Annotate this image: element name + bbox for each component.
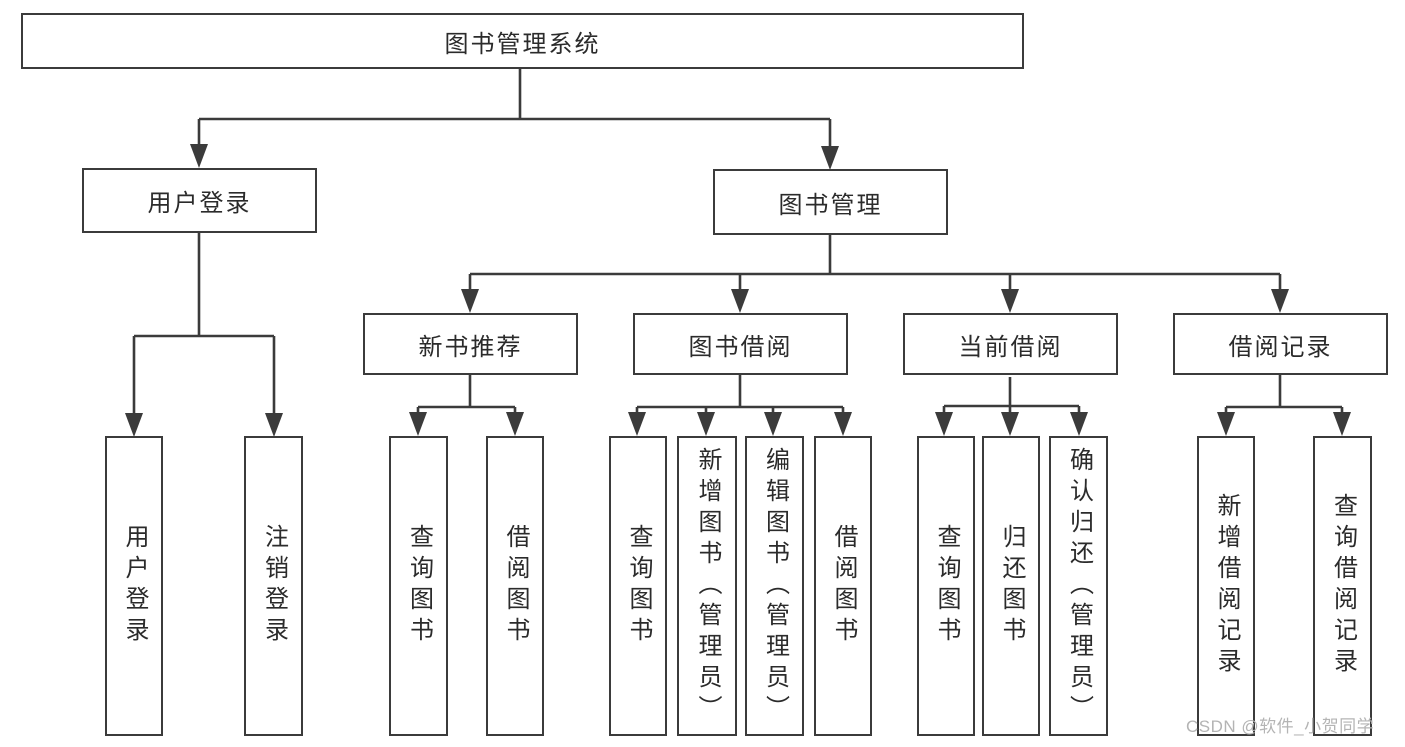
node-new-book-recommend-label: 新书推荐	[418, 333, 523, 361]
node-book-management: 图书管理	[713, 169, 948, 235]
wire-currentborrow-to-leaves	[942, 377, 1081, 414]
node-user-login: 用户登录	[82, 168, 317, 233]
leaf-add-book-admin: 新增图书（管理员）	[677, 436, 737, 736]
leaf-query-books-3: 查询图书	[917, 436, 975, 736]
wire-root-to-level2	[197, 69, 832, 148]
node-new-book-recommend: 新书推荐	[363, 313, 578, 375]
leaf-borrow-books-1: 借阅图书	[486, 436, 544, 736]
leaf-borrow-books-2-label: 借阅图书	[830, 524, 857, 648]
node-book-borrow-label: 图书借阅	[688, 333, 793, 361]
wire-newbook-to-leaves	[416, 375, 517, 414]
leaf-return-book: 归还图书	[982, 436, 1040, 736]
leaf-logout-label: 注销登录	[260, 524, 288, 648]
leaf-borrow-books-1-label: 借阅图书	[502, 524, 529, 648]
leaf-user-login: 用户登录	[105, 436, 163, 736]
arrowheads-userlogin-leaves	[125, 413, 283, 437]
node-root-label: 图书管理系统	[444, 30, 601, 58]
leaf-add-borrow-record-label: 新增借阅记录	[1213, 493, 1240, 679]
leaf-query-books-2: 查询图书	[609, 436, 667, 736]
leaf-logout: 注销登录	[244, 436, 303, 736]
leaf-confirm-return-admin-label: 确认归还（管理员）	[1065, 446, 1093, 726]
wire-bookborrow-to-leaves	[635, 375, 845, 414]
leaf-query-books-1-label: 查询图书	[405, 524, 433, 648]
wire-bookmgmt-to-level3	[468, 235, 1282, 291]
leaf-user-login-label: 用户登录	[121, 524, 148, 648]
leaf-query-books-2-label: 查询图书	[625, 524, 652, 648]
leaf-return-book-label: 归还图书	[998, 524, 1025, 648]
arrowheads-borrowrecords-leaves	[1217, 412, 1351, 436]
arrowheads-currentborrow-leaves	[935, 412, 1088, 436]
node-current-borrow-label: 当前借阅	[958, 333, 1063, 361]
arrowheads-level3	[461, 289, 1289, 313]
arrowheads-newbook-leaves	[409, 412, 524, 436]
leaf-borrow-books-2: 借阅图书	[814, 436, 872, 736]
node-root-system: 图书管理系统	[21, 13, 1024, 69]
wire-userlogin-to-leaves	[132, 233, 276, 414]
node-user-login-label: 用户登录	[147, 190, 252, 217]
node-book-borrow: 图书借阅	[633, 313, 848, 375]
leaf-confirm-return-admin: 确认归还（管理员）	[1049, 436, 1108, 736]
node-book-management-label: 图书管理	[778, 191, 883, 219]
node-current-borrow: 当前借阅	[903, 313, 1118, 375]
wire-borrowrecords-to-leaves	[1224, 375, 1344, 414]
arrowheads-bookborrow-leaves	[628, 412, 852, 436]
watermark: CSDN @软件_小贺同学	[1186, 717, 1375, 736]
leaf-query-books-1: 查询图书	[389, 436, 448, 736]
leaf-query-borrow-record-label: 查询借阅记录	[1329, 493, 1357, 679]
leaf-query-borrow-record: 查询借阅记录	[1313, 436, 1372, 736]
leaf-edit-book-admin-label: 编辑图书（管理员）	[761, 446, 789, 726]
node-borrow-records-label: 借阅记录	[1228, 333, 1333, 361]
leaf-query-books-3-label: 查询图书	[933, 524, 960, 648]
leaf-add-book-admin-label: 新增图书（管理员）	[694, 446, 721, 726]
node-borrow-records: 借阅记录	[1173, 313, 1388, 375]
leaf-add-borrow-record: 新增借阅记录	[1197, 436, 1255, 736]
leaf-edit-book-admin: 编辑图书（管理员）	[745, 436, 804, 736]
arrowheads-level2	[190, 144, 839, 170]
